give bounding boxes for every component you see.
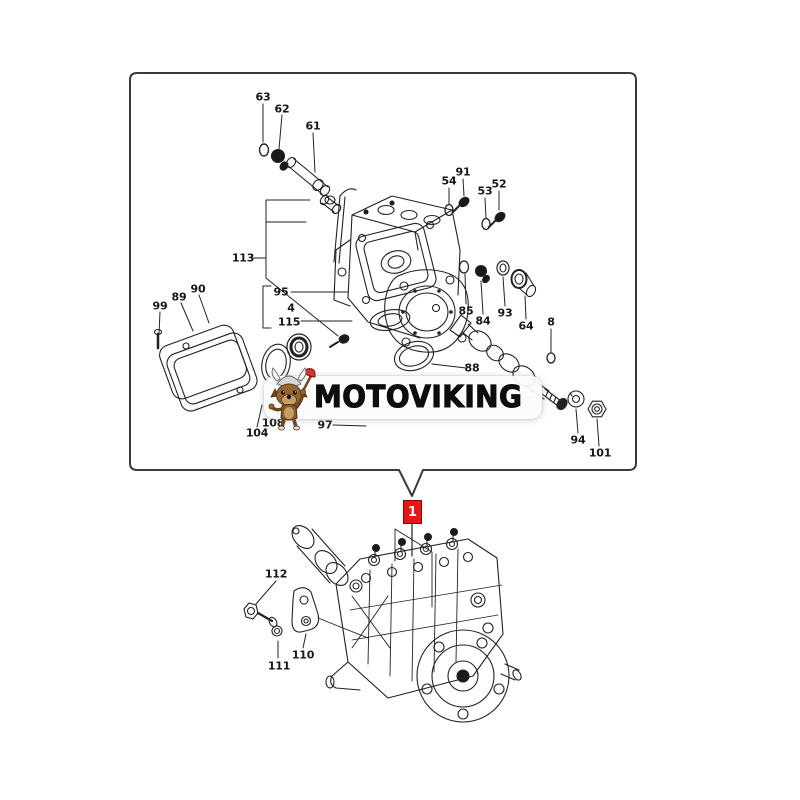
- part-label-89: 89: [171, 290, 187, 304]
- nut-101-drawing: [587, 400, 607, 418]
- ring-8-drawing: [546, 352, 556, 364]
- part-label-93: 93: [497, 306, 513, 320]
- part-label-4: 4: [287, 301, 295, 315]
- flange-plate-drawing: [384, 269, 469, 353]
- part-label-63: 63: [255, 90, 271, 104]
- part-label-112: 112: [264, 567, 288, 581]
- part-label-115: 115: [277, 315, 301, 329]
- part-label-95: 95: [273, 285, 289, 299]
- small-fasteners-mid-right: [458, 260, 537, 298]
- washer-94-drawing: [567, 390, 585, 408]
- cover-plates-drawing: [159, 324, 258, 412]
- part-label-64: 64: [518, 319, 534, 333]
- gasket-88-drawing: [393, 340, 435, 372]
- leader-lines-lower: [255, 580, 307, 659]
- part-label-101: 101: [588, 446, 612, 460]
- part-label-62: 62: [274, 102, 290, 116]
- part-label-61: 61: [305, 119, 321, 133]
- motoviking-watermark: MOTOVIKING: [264, 367, 542, 431]
- camshaft-drawing: [449, 314, 568, 411]
- part-label-88: 88: [464, 361, 480, 375]
- part-label-90: 90: [190, 282, 206, 296]
- part-label-113: 113: [231, 251, 255, 265]
- part-label-94: 94: [570, 433, 586, 447]
- part-label-52: 52: [491, 177, 507, 191]
- part-label-85: 85: [458, 304, 474, 318]
- part-label-8: 8: [547, 315, 555, 329]
- part-label-99: 99: [152, 299, 168, 313]
- pipe-61-drawing: [285, 157, 342, 214]
- pump-assembly-drawing: [291, 525, 522, 723]
- part-label-84: 84: [475, 314, 491, 328]
- part-label-104: 104: [245, 426, 269, 440]
- pump-housing-drawing: [324, 188, 461, 339]
- part-label-53: 53: [477, 184, 493, 198]
- oring-63-drawing: [258, 143, 270, 157]
- small-fasteners-top-right: [444, 196, 506, 231]
- part-label-97: 97: [317, 418, 333, 432]
- part-label-108: 108: [261, 416, 285, 430]
- part-label-54: 54: [441, 174, 457, 188]
- diagram-frame: [129, 72, 637, 497]
- callout-1-number: 1: [407, 504, 418, 520]
- screw-99-drawing: [153, 328, 163, 350]
- bolt-115-drawing: [329, 334, 350, 348]
- callout-leader-lines: [394, 523, 433, 608]
- part-label-110: 110: [291, 648, 315, 662]
- leader-lines-upper: [158, 103, 600, 447]
- brand-text: MOTOVIKING: [313, 379, 523, 415]
- bracket-parts-drawing: [243, 587, 369, 639]
- part-label-111: 111: [267, 659, 291, 673]
- callout-1-badge: 1: [403, 500, 422, 524]
- seal-grommet-drawing: [286, 333, 312, 361]
- viking-dog-mascot-icon: [268, 367, 316, 431]
- part-label-91: 91: [455, 165, 471, 179]
